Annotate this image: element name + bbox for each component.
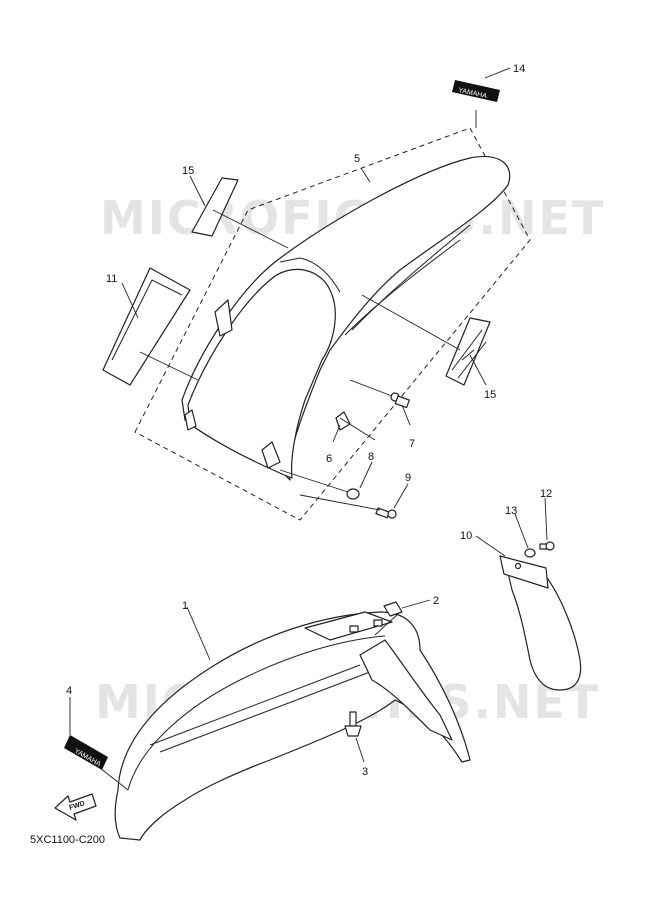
decal-upper	[191, 177, 239, 237]
callout-3: 3	[362, 766, 368, 778]
nut-2	[383, 601, 403, 617]
callout-5: 5	[354, 153, 360, 165]
callout-11: 11	[106, 273, 117, 285]
yamaha-decal-front: YAMAHA	[64, 735, 108, 770]
yamaha-emblem-rear: YAMAHA	[452, 80, 500, 102]
bolt-7	[390, 392, 410, 409]
washer-13	[524, 548, 536, 558]
bolt-3	[344, 711, 362, 737]
callout-14: 14	[513, 63, 525, 75]
callout-12: 12	[540, 488, 552, 500]
nut-6	[335, 411, 351, 431]
collar-8	[346, 488, 360, 500]
rear-fender-lip	[279, 257, 341, 293]
callout-1: 1	[182, 600, 188, 612]
bolt-9	[375, 507, 397, 519]
callout-15-lower: 15	[484, 389, 496, 401]
front-fender-group: YAMAHA FWD	[54, 599, 471, 841]
mount-tab	[261, 441, 281, 469]
reference-code: 5XC1100-C200	[30, 834, 105, 846]
side-cover-sheet	[102, 267, 191, 386]
screw-12	[539, 541, 555, 551]
callout-2: 2	[433, 595, 439, 607]
callout-6: 6	[326, 453, 332, 465]
rear-fender-ridge	[344, 239, 461, 336]
fwd-arrow: FWD	[54, 793, 97, 821]
callout-9: 9	[405, 472, 411, 484]
callout-13: 13	[505, 505, 517, 517]
mud-flap-group	[475, 497, 582, 691]
front-fender-flap	[359, 639, 453, 741]
callout-15-upper: 15	[182, 165, 194, 177]
callout-8: 8	[368, 451, 374, 463]
callout-4: 4	[66, 685, 72, 697]
callout-10: 10	[460, 530, 472, 542]
decal-lower	[445, 317, 491, 386]
svg-text:FWD: FWD	[68, 800, 85, 812]
callout-7: 7	[409, 438, 415, 450]
mud-flap	[504, 559, 582, 691]
rear-fender-group: YAMAHA	[102, 67, 531, 521]
front-fender-mount	[304, 611, 393, 641]
rear-fender-side-panel	[187, 268, 336, 479]
